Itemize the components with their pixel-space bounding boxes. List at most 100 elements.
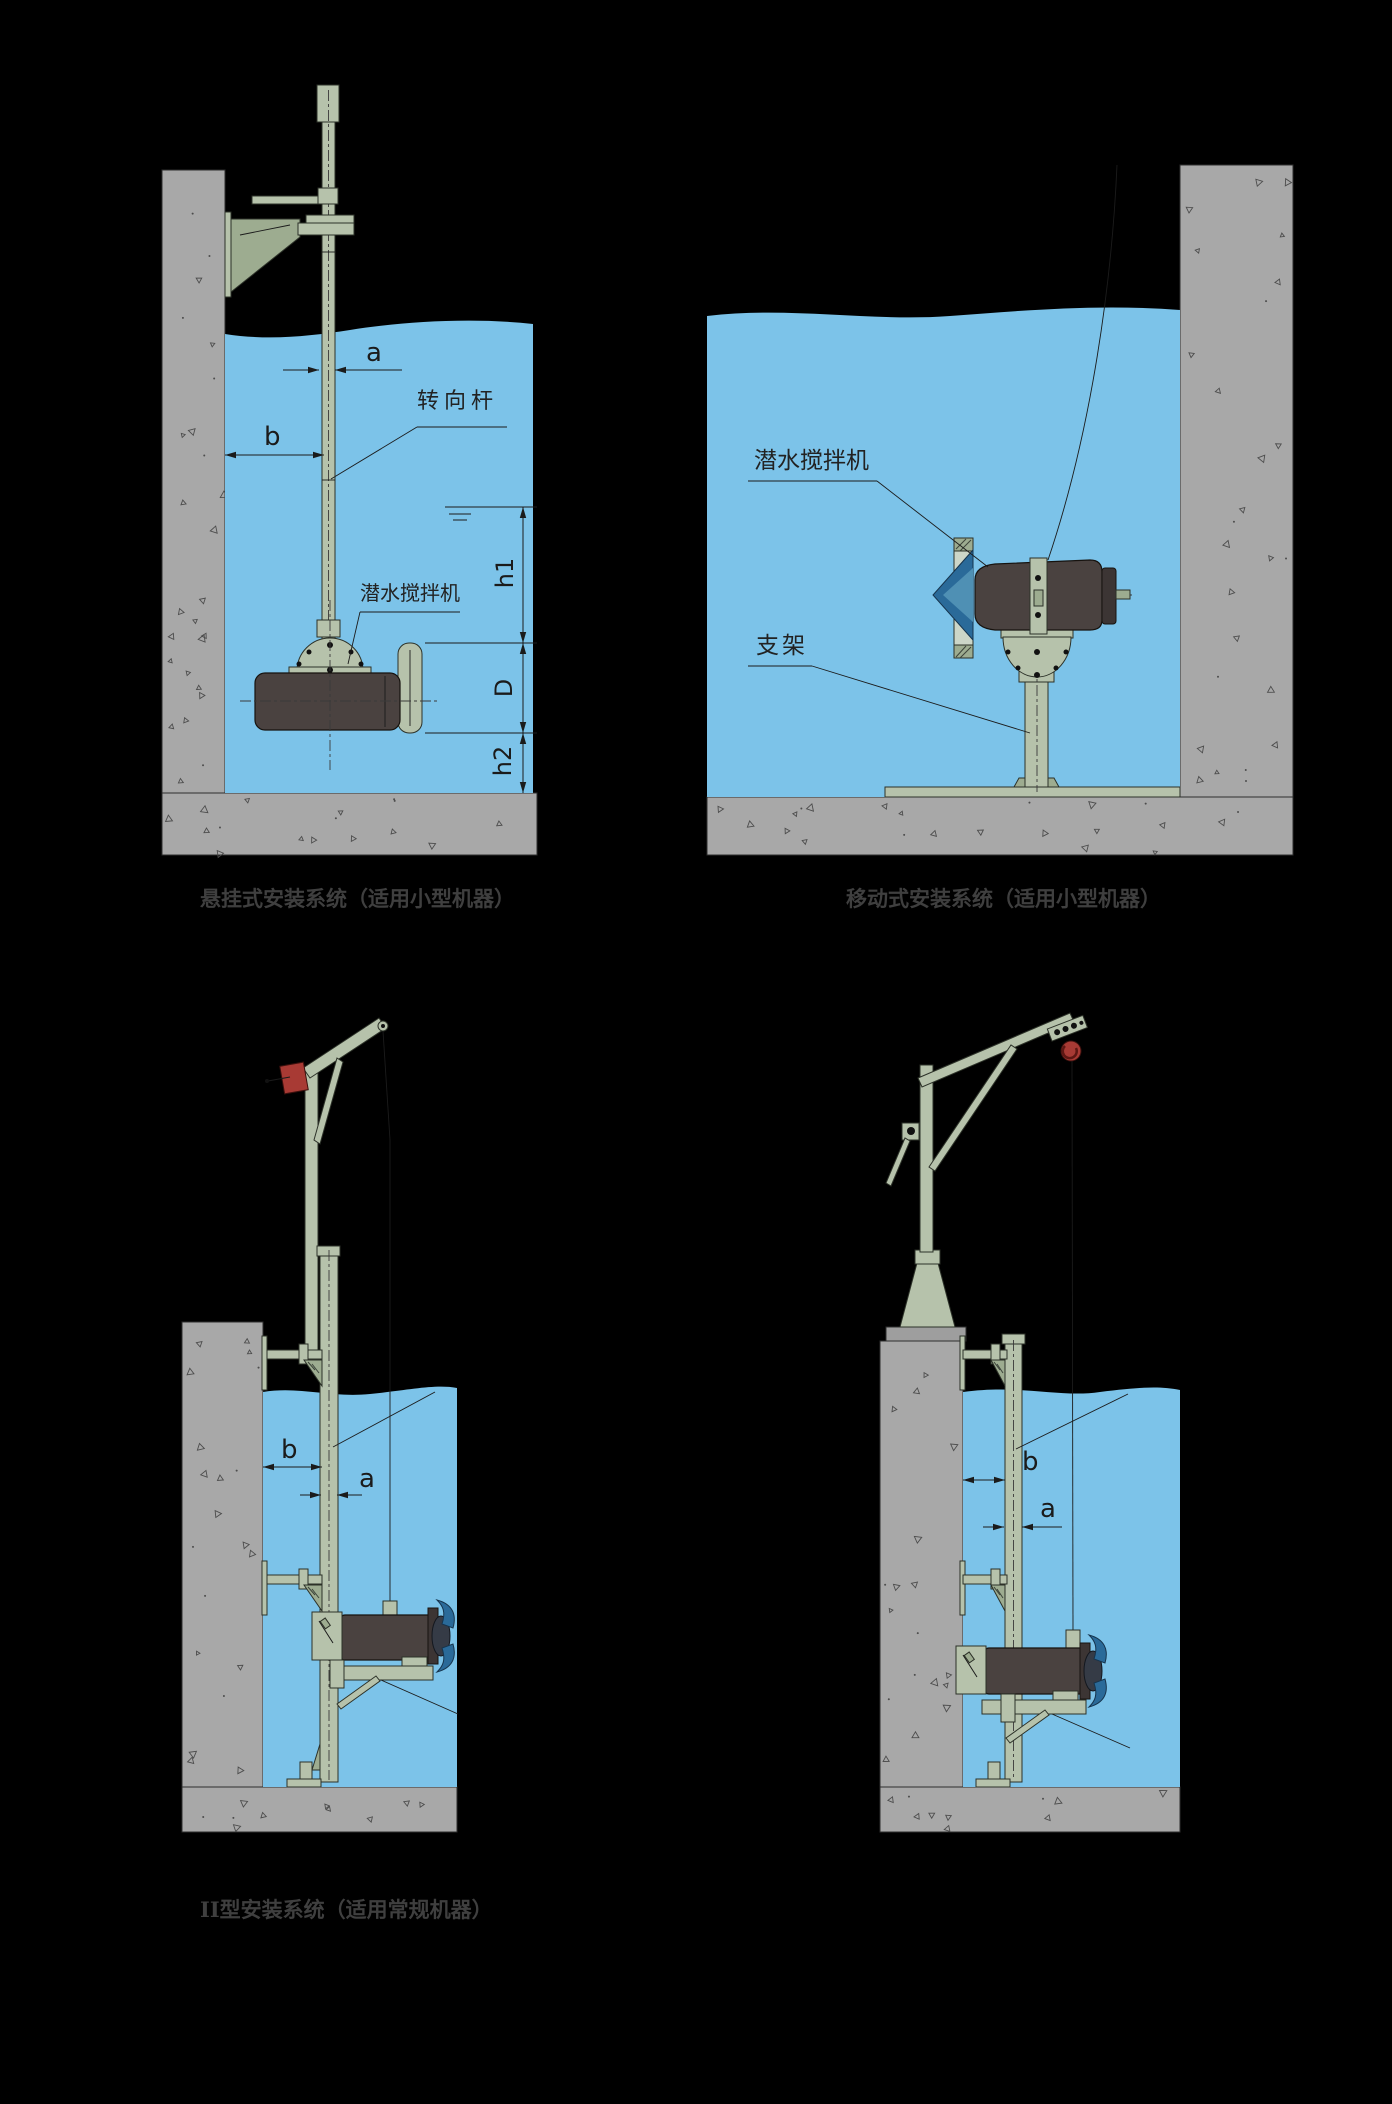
- mixer-assembly: [240, 600, 437, 770]
- dim-a-label: a: [1040, 1494, 1056, 1524]
- dimension-arrowhead: [311, 1463, 322, 1471]
- dimension-arrowhead: [993, 1523, 1004, 1531]
- propeller-hub: [1083, 1650, 1103, 1692]
- jib-brace: [928, 1044, 1018, 1172]
- hoist-cable: [1071, 1060, 1074, 1631]
- diagram-type2-variant: [879, 1012, 1181, 1833]
- crane-post: [304, 1067, 319, 1351]
- wall-bracket: [224, 187, 355, 298]
- dimension-lines: [263, 1463, 362, 1499]
- bracket-crossbar: [251, 195, 319, 205]
- upper-wall-bracket: [959, 1335, 1008, 1391]
- dimension-arrowhead: [519, 782, 527, 793]
- dim-D-label: D: [490, 678, 518, 698]
- mixer-machine: [311, 1599, 455, 1673]
- floor-texture: [886, 1789, 1168, 1833]
- dimension-arrowhead: [335, 366, 346, 374]
- leader-lines: [332, 1391, 459, 1715]
- propeller-blade-upper: [1087, 1634, 1107, 1664]
- mixer-label: 潜水搅拌机: [360, 581, 460, 605]
- dim-h1-label: h1: [491, 557, 519, 589]
- concrete-floor: [879, 1786, 1181, 1833]
- concrete-floor: [181, 1786, 458, 1833]
- steering-rod-label: 转向杆: [417, 389, 499, 414]
- mixer-body: [983, 1647, 1086, 1695]
- crank-handle: [885, 1137, 911, 1187]
- wall-texture: [167, 212, 229, 784]
- pedestal-skirt: [899, 1262, 956, 1328]
- dimension-arrowhead: [337, 1491, 348, 1499]
- concrete-wall: [181, 1321, 264, 1788]
- water-body: [263, 1386, 457, 1787]
- wall-texture: [1185, 177, 1293, 784]
- dimension-arrowhead: [310, 1491, 321, 1499]
- concrete-wall: [161, 169, 226, 856]
- dim-b-label: b: [281, 1435, 298, 1465]
- support-carriage: [329, 1656, 434, 1710]
- bracket-gusset: [230, 218, 301, 294]
- bracket-wall-plate: [224, 211, 232, 298]
- floor-texture: [202, 1800, 426, 1833]
- crane-post: [919, 1064, 934, 1253]
- dimension-lines: [963, 1476, 1062, 1531]
- dim-b-label: b: [264, 422, 281, 452]
- dimension-arrowhead: [519, 643, 527, 654]
- mixer-machine: [955, 1634, 1107, 1708]
- support-brace: [1005, 1709, 1050, 1744]
- mixer-machine: [932, 537, 1135, 659]
- concrete-floor: [706, 796, 1294, 856]
- concrete-wall: [1179, 164, 1294, 856]
- dimension-arrowhead: [1022, 1523, 1033, 1531]
- jib-arm: [302, 1017, 387, 1079]
- mixer-label: 潜水搅拌机: [754, 448, 869, 474]
- jib-brace: [313, 1057, 344, 1145]
- diagram-mobile-installation: [706, 164, 1294, 856]
- dimension-lines: [225, 366, 537, 793]
- caption-mobile: 移动式安装系统（适用小型机器）: [846, 886, 1161, 911]
- upper-wall-bracket: [261, 1335, 323, 1391]
- dimension-arrowhead: [519, 733, 527, 744]
- lower-wall-bracket: [261, 1560, 323, 1616]
- rear-cap: [1101, 567, 1117, 625]
- dim-a-label: a: [359, 1464, 375, 1494]
- cable-trolley: [1046, 1014, 1089, 1042]
- winch-crank: [267, 1076, 291, 1082]
- support-arm: [336, 1665, 434, 1681]
- leader-lines: [330, 426, 507, 665]
- support-arm: [981, 1699, 1087, 1715]
- leader-lines: [748, 480, 1031, 734]
- dimension-arrowhead: [308, 366, 319, 374]
- diagram-suspended-installation: [161, 84, 538, 859]
- dimension-arrowhead: [519, 507, 527, 518]
- rail-slide-bracket: [955, 1645, 987, 1695]
- stand-label: 支架: [756, 633, 808, 659]
- water-body: [707, 307, 1180, 797]
- hand-winch: [279, 1061, 309, 1095]
- pedestal-davit-crane: [885, 1012, 1089, 1342]
- pole-top-cap: [316, 84, 340, 123]
- propeller-blade-lower: [1087, 1678, 1107, 1708]
- wall-texture: [882, 1371, 959, 1762]
- leader-lines: [1015, 1393, 1131, 1749]
- dimension-arrowhead: [519, 632, 527, 643]
- lower-wall-bracket: [959, 1560, 1008, 1616]
- floor-texture: [717, 801, 1240, 856]
- mixer-body: [254, 672, 401, 731]
- mixer-body: [339, 1614, 434, 1661]
- support-brace: [336, 1675, 381, 1710]
- concrete-wall: [879, 1340, 964, 1788]
- stand-post: [1024, 676, 1049, 788]
- davit-crane: [265, 1017, 389, 1351]
- caption-type2: II型安装系统（适用常规机器）: [200, 1897, 493, 1922]
- propeller-blade-upper: [435, 1599, 455, 1629]
- dimension-arrowhead: [313, 451, 324, 459]
- concrete-floor: [161, 792, 538, 856]
- rail-slide-bracket: [311, 1611, 343, 1661]
- dimension-arrowhead: [263, 1463, 274, 1471]
- floor-texture: [164, 797, 503, 859]
- support-carriage: [981, 1690, 1087, 1744]
- pedestal-plinth: [885, 1326, 967, 1342]
- hoist-cable: [382, 1030, 391, 1603]
